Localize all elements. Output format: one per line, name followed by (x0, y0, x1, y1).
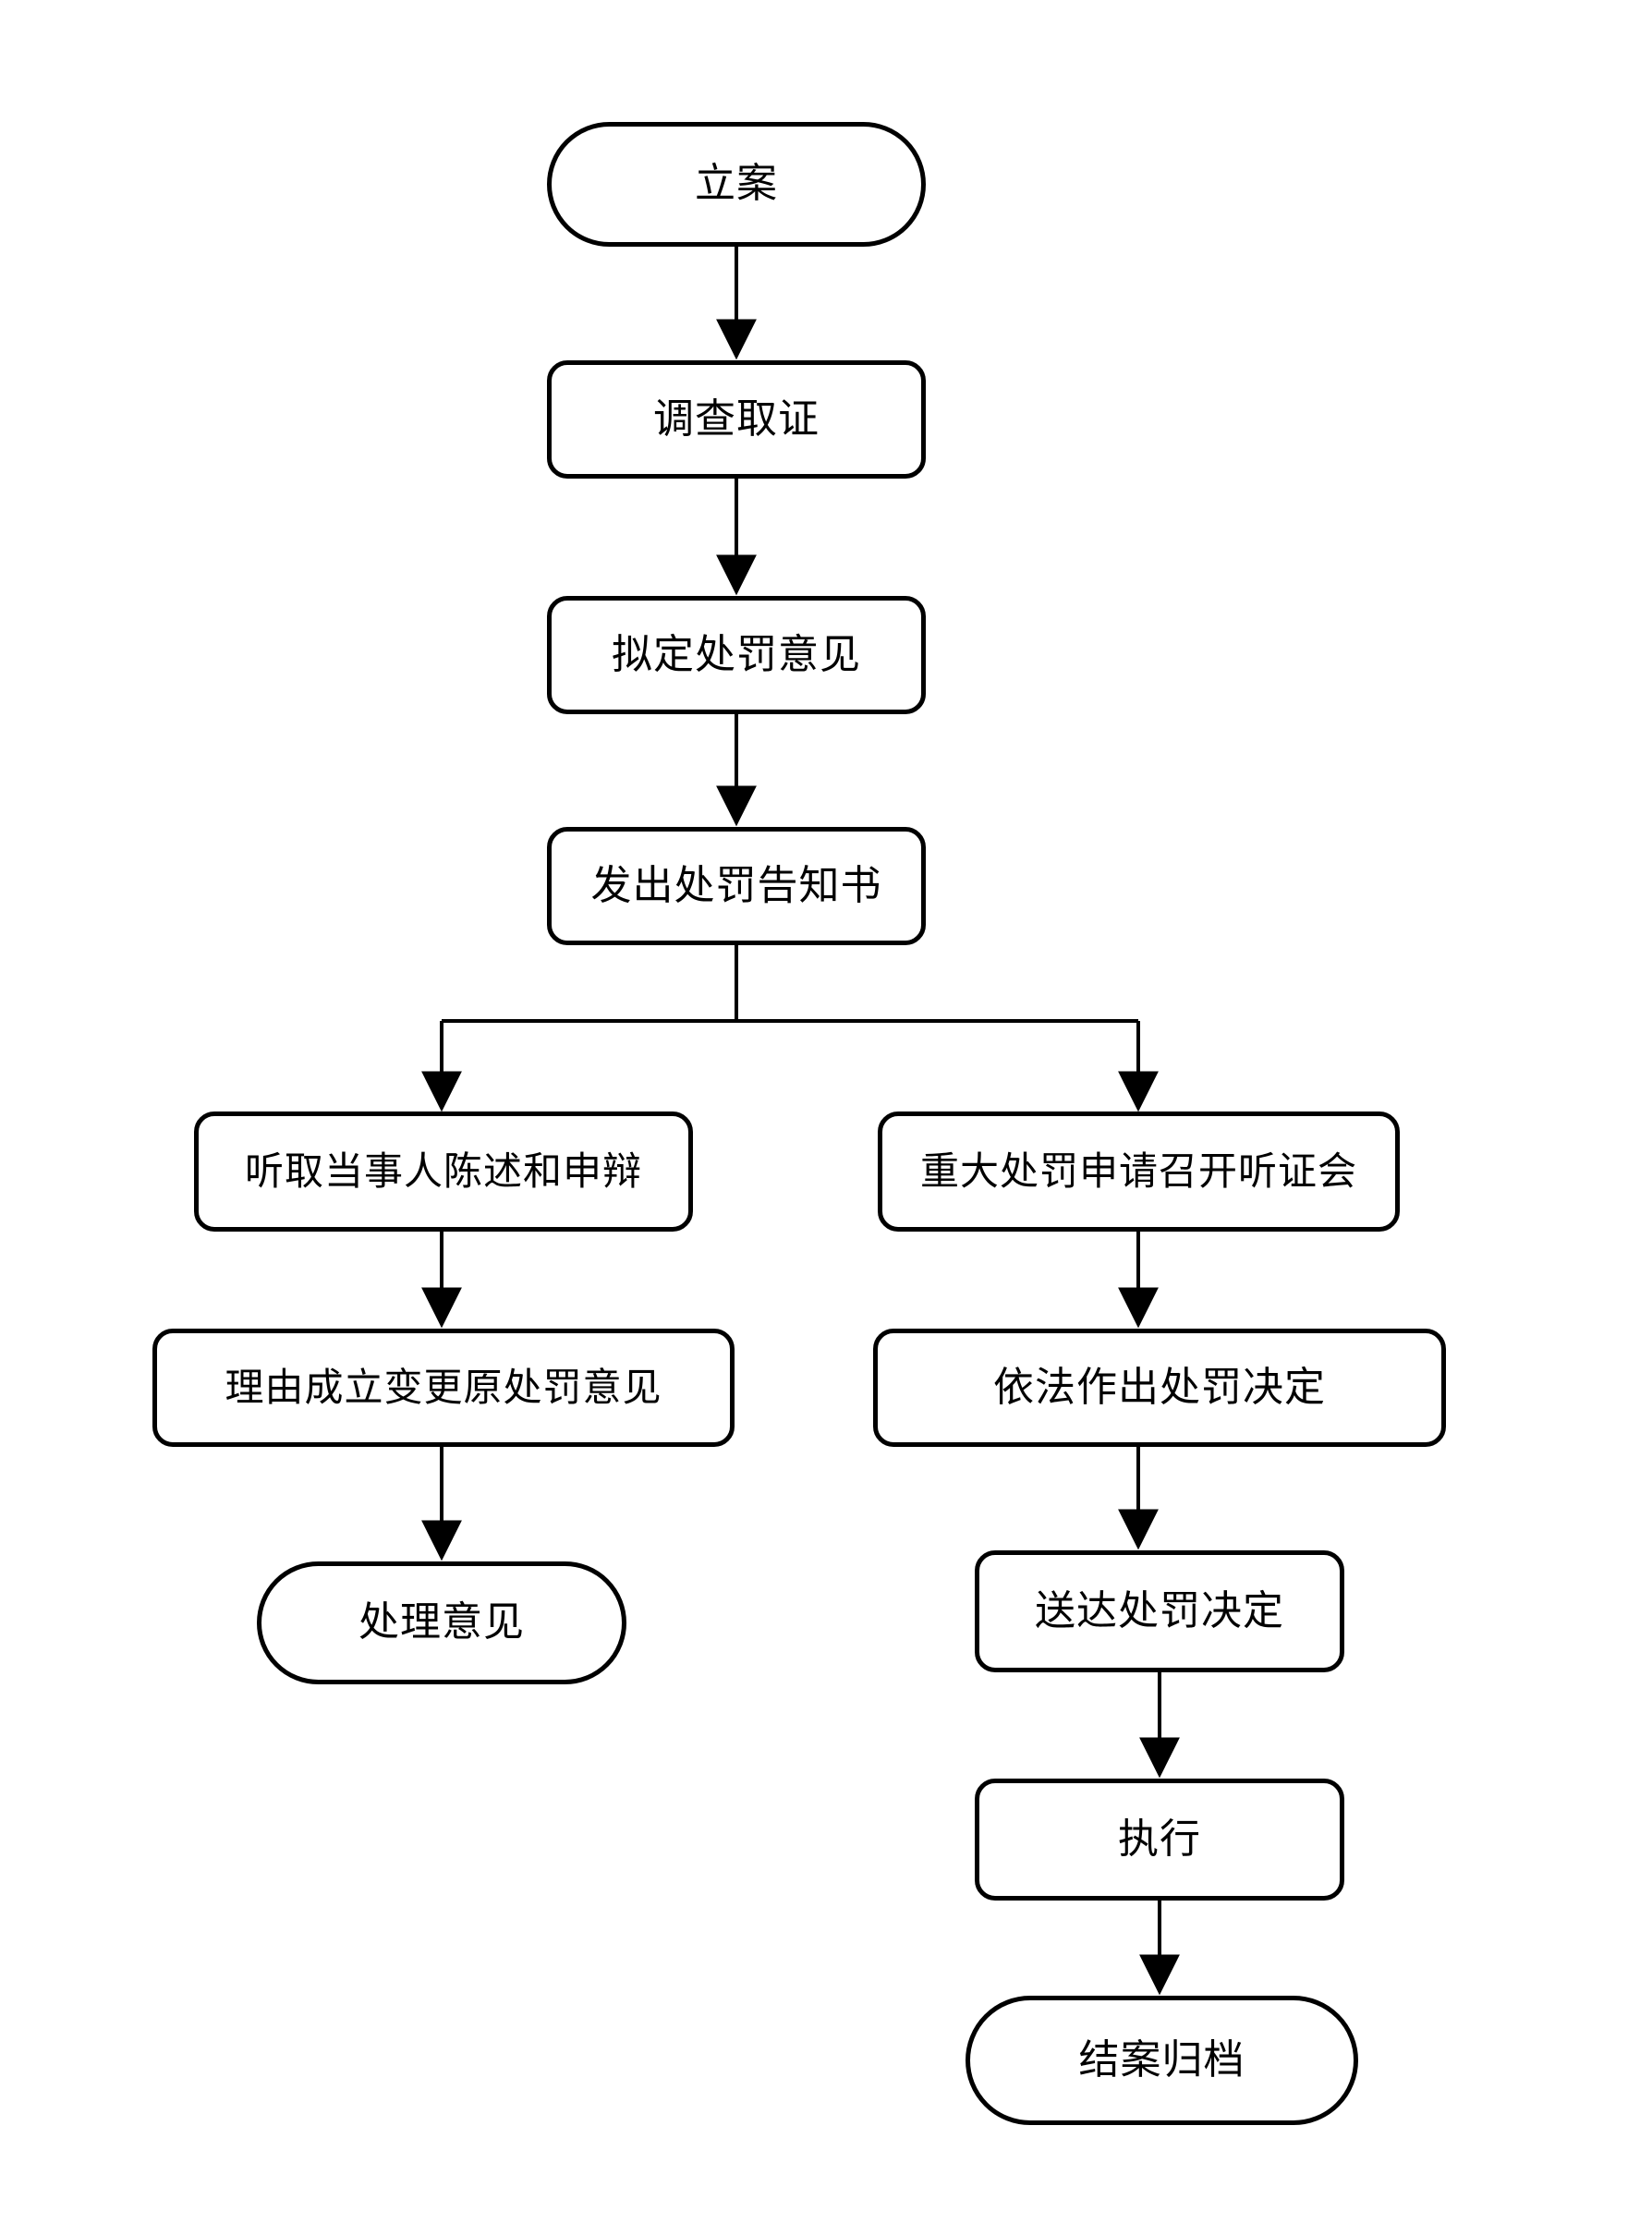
node-label-issue-penalty-notice: 发出处罚告知书 (590, 862, 882, 908)
node-serve-penalty-decision[interactable]: 送达处罚决定 (975, 1550, 1344, 1672)
node-label-serve-penalty-decision: 送达处罚决定 (1035, 1587, 1284, 1634)
node-make-penalty-decision[interactable]: 依法作出处罚决定 (873, 1329, 1446, 1447)
node-label-amend-penalty-opinion: 理由成立变更原处罚意见 (225, 1365, 662, 1409)
node-label-case-filing: 立案 (695, 161, 778, 207)
node-label-execution: 执行 (1118, 1816, 1201, 1862)
node-label-major-penalty-hearing: 重大处罚申请召开听证会 (919, 1148, 1357, 1193)
node-investigation[interactable]: 调查取证 (547, 360, 926, 479)
node-label-make-penalty-decision: 依法作出处罚决定 (993, 1364, 1326, 1410)
node-execution[interactable]: 执行 (975, 1779, 1344, 1901)
node-label-handling-opinion: 处理意见 (358, 1599, 525, 1646)
node-close-and-archive[interactable]: 结案归档 (966, 1996, 1358, 2125)
node-label-hear-party-statement: 听取当事人陈述和申辩 (244, 1148, 642, 1193)
node-handling-opinion[interactable]: 处理意见 (257, 1561, 626, 1684)
node-hear-party-statement[interactable]: 听取当事人陈述和申辩 (194, 1111, 693, 1232)
node-draft-penalty-opinion[interactable]: 拟定处罚意见 (547, 596, 926, 714)
node-label-investigation: 调查取证 (653, 395, 820, 442)
node-case-filing[interactable]: 立案 (547, 122, 926, 247)
node-major-penalty-hearing[interactable]: 重大处罚申请召开听证会 (878, 1111, 1400, 1232)
node-issue-penalty-notice[interactable]: 发出处罚告知书 (547, 827, 926, 945)
node-label-draft-penalty-opinion: 拟定处罚意见 (612, 631, 861, 677)
node-label-close-and-archive: 结案归档 (1078, 2036, 1245, 2083)
node-amend-penalty-opinion[interactable]: 理由成立变更原处罚意见 (152, 1329, 735, 1447)
